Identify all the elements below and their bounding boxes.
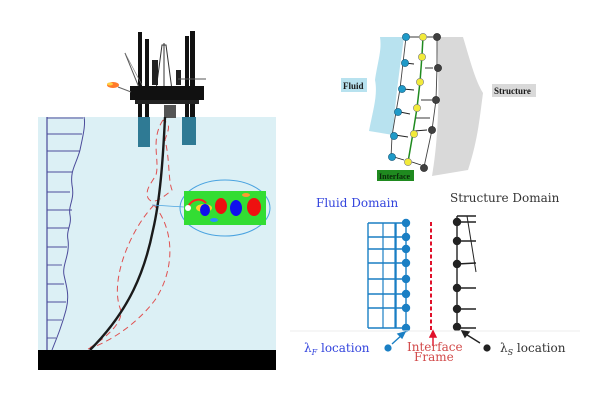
structure-region	[432, 37, 483, 176]
fluid-label: Fluid	[343, 81, 364, 91]
vortex-wake-inset	[151, 179, 271, 237]
fluid-grid	[367, 222, 407, 329]
interface-nodes	[404, 33, 427, 166]
lambda-f-nodes	[401, 218, 411, 333]
profile-curve	[51, 116, 85, 351]
lambda-f-legend: λF location	[304, 341, 370, 357]
riser	[89, 116, 167, 351]
interface-frame-label-2: Frame	[414, 350, 454, 364]
oil-platform-icon	[107, 31, 206, 147]
fsi-coupling-panel: Fluid Structure Interface	[341, 33, 536, 181]
lambda-f-pointer-arrow	[391, 330, 407, 345]
fluid-domain-label: Fluid Domain	[316, 196, 398, 210]
interface-pointer-arrow	[428, 329, 438, 346]
interface-label: Interface	[379, 172, 411, 181]
seabed	[38, 350, 276, 370]
structure-domain-label: Structure Domain	[450, 191, 560, 205]
structure-nodes	[420, 33, 442, 172]
lambda-s-legend: λS location	[500, 341, 566, 357]
mode-shapes	[87, 119, 173, 350]
lambda-s-marker	[483, 344, 491, 352]
lambda-f-marker	[384, 344, 392, 352]
lambda-s-pointer-arrow	[460, 330, 481, 344]
pontoon-right	[182, 117, 196, 145]
lagrange-multiplier-panel: Fluid Domain Structure Domain	[290, 191, 580, 364]
interface-line	[407, 36, 424, 163]
fluid-region	[369, 37, 404, 135]
interface-label-badge	[377, 170, 414, 181]
interface-frame-label-1: Interface	[407, 340, 463, 354]
profile-arrows	[47, 117, 83, 339]
sea-water	[38, 117, 276, 350]
left-panel	[38, 31, 276, 370]
lambda-s-nodes	[452, 217, 462, 332]
structure-label: Structure	[494, 86, 531, 96]
fluid-nodes	[388, 33, 410, 161]
pontoon-left	[138, 117, 150, 147]
current-profile	[46, 116, 85, 351]
